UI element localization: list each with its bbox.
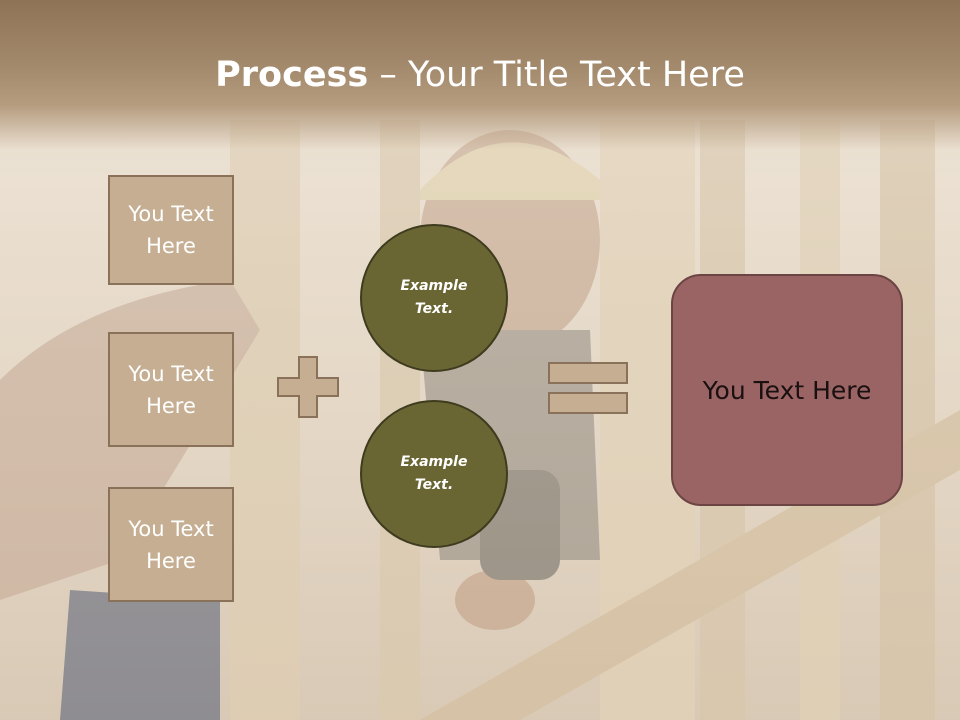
plus-icon bbox=[277, 356, 339, 418]
left-box-3[interactable]: You Text Here bbox=[108, 487, 234, 602]
slide-title: Process – Your Title Text Here bbox=[0, 50, 960, 100]
left-box-1[interactable]: You Text Here bbox=[108, 175, 234, 285]
left-box-3-label: You Text Here bbox=[128, 516, 214, 573]
left-box-2[interactable]: You Text Here bbox=[108, 332, 234, 447]
left-box-2-label: You Text Here bbox=[128, 361, 214, 418]
title-bold: Process bbox=[215, 55, 369, 95]
circle-1[interactable]: Example Text. bbox=[360, 224, 508, 372]
circle-1-label: Example Text. bbox=[400, 278, 468, 317]
circle-2[interactable]: Example Text. bbox=[360, 400, 508, 548]
left-box-1-label: You Text Here bbox=[128, 202, 214, 258]
title-bar bbox=[0, 0, 960, 150]
circle-2-label: Example Text. bbox=[400, 454, 468, 493]
result-label: You Text Here bbox=[702, 375, 872, 405]
title-rest: – Your Title Text Here bbox=[368, 55, 745, 95]
result-box[interactable]: You Text Here bbox=[671, 274, 903, 506]
equals-icon bbox=[548, 362, 628, 414]
